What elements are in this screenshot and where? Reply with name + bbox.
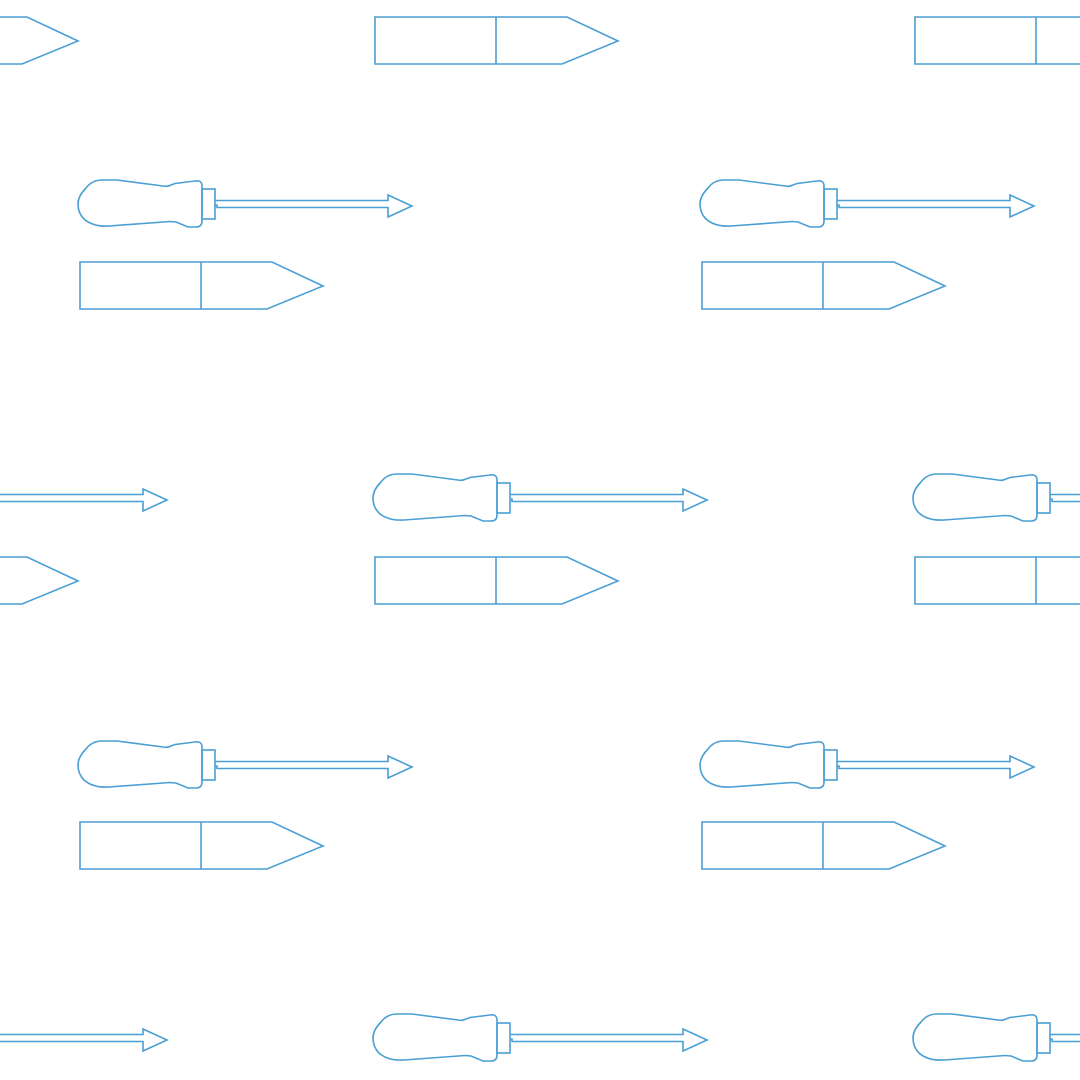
screwdriver-icon [372,1013,709,1062]
screwdriver-handle [77,179,203,228]
screwdriver-shaft [837,754,1036,780]
pencil-body [79,261,325,310]
screwdriver-ferrule [201,749,216,781]
pencil-icon [374,556,620,605]
pencil-body [701,261,947,310]
pencil-icon [0,556,80,605]
screwdriver-shaft [0,487,169,513]
screwdriver-handle [372,473,498,522]
screwdriver-icon [0,1027,169,1053]
screwdriver-handle [699,740,825,789]
screwdriver-ferrule [823,749,838,781]
screwdriver-handle [699,179,825,228]
screwdriver-shaft [0,1027,169,1053]
pencil-body [374,16,620,65]
screwdriver-ferrule [496,1022,511,1054]
pencil-body [701,821,947,870]
screwdriver-icon [912,473,1080,522]
pencil-icon [914,16,1080,65]
pencil-icon [79,261,325,310]
screwdriver-ferrule [823,188,838,220]
screwdriver-icon [0,487,169,513]
pencil-body [914,556,1080,605]
pencil-body [79,821,325,870]
pencil-icon [701,821,947,870]
screwdriver-ferrule [201,188,216,220]
pencil-body [914,16,1080,65]
screwdriver-shaft [510,487,709,513]
screwdriver-icon [699,179,1036,228]
screwdriver-shaft [215,193,414,219]
screwdriver-shaft [1050,493,1080,503]
screwdriver-ferrule [1036,1022,1051,1054]
screwdriver-handle [912,473,1038,522]
screwdriver-icon [699,740,1036,789]
screwdriver-shaft [837,193,1036,219]
screwdriver-handle [912,1013,1038,1062]
screwdriver-shaft [510,1027,709,1053]
pencil-body [374,556,620,605]
pencil-icon [701,261,947,310]
screwdriver-ferrule [496,482,511,514]
pencil-icon [0,16,80,65]
pencil-icon [914,556,1080,605]
pencil-icon [374,16,620,65]
screwdriver-ferrule [1036,482,1051,514]
screwdriver-icon [77,740,414,789]
screwdriver-handle [77,740,203,789]
screwdriver-handle [372,1013,498,1062]
screwdriver-icon [912,1013,1080,1062]
screwdriver-icon [372,473,709,522]
screwdriver-shaft [1050,1033,1080,1043]
pencil-body [0,556,80,605]
pencil-icon [79,821,325,870]
screwdriver-icon [77,179,414,228]
pencil-body [0,16,80,65]
screwdriver-shaft [215,754,414,780]
